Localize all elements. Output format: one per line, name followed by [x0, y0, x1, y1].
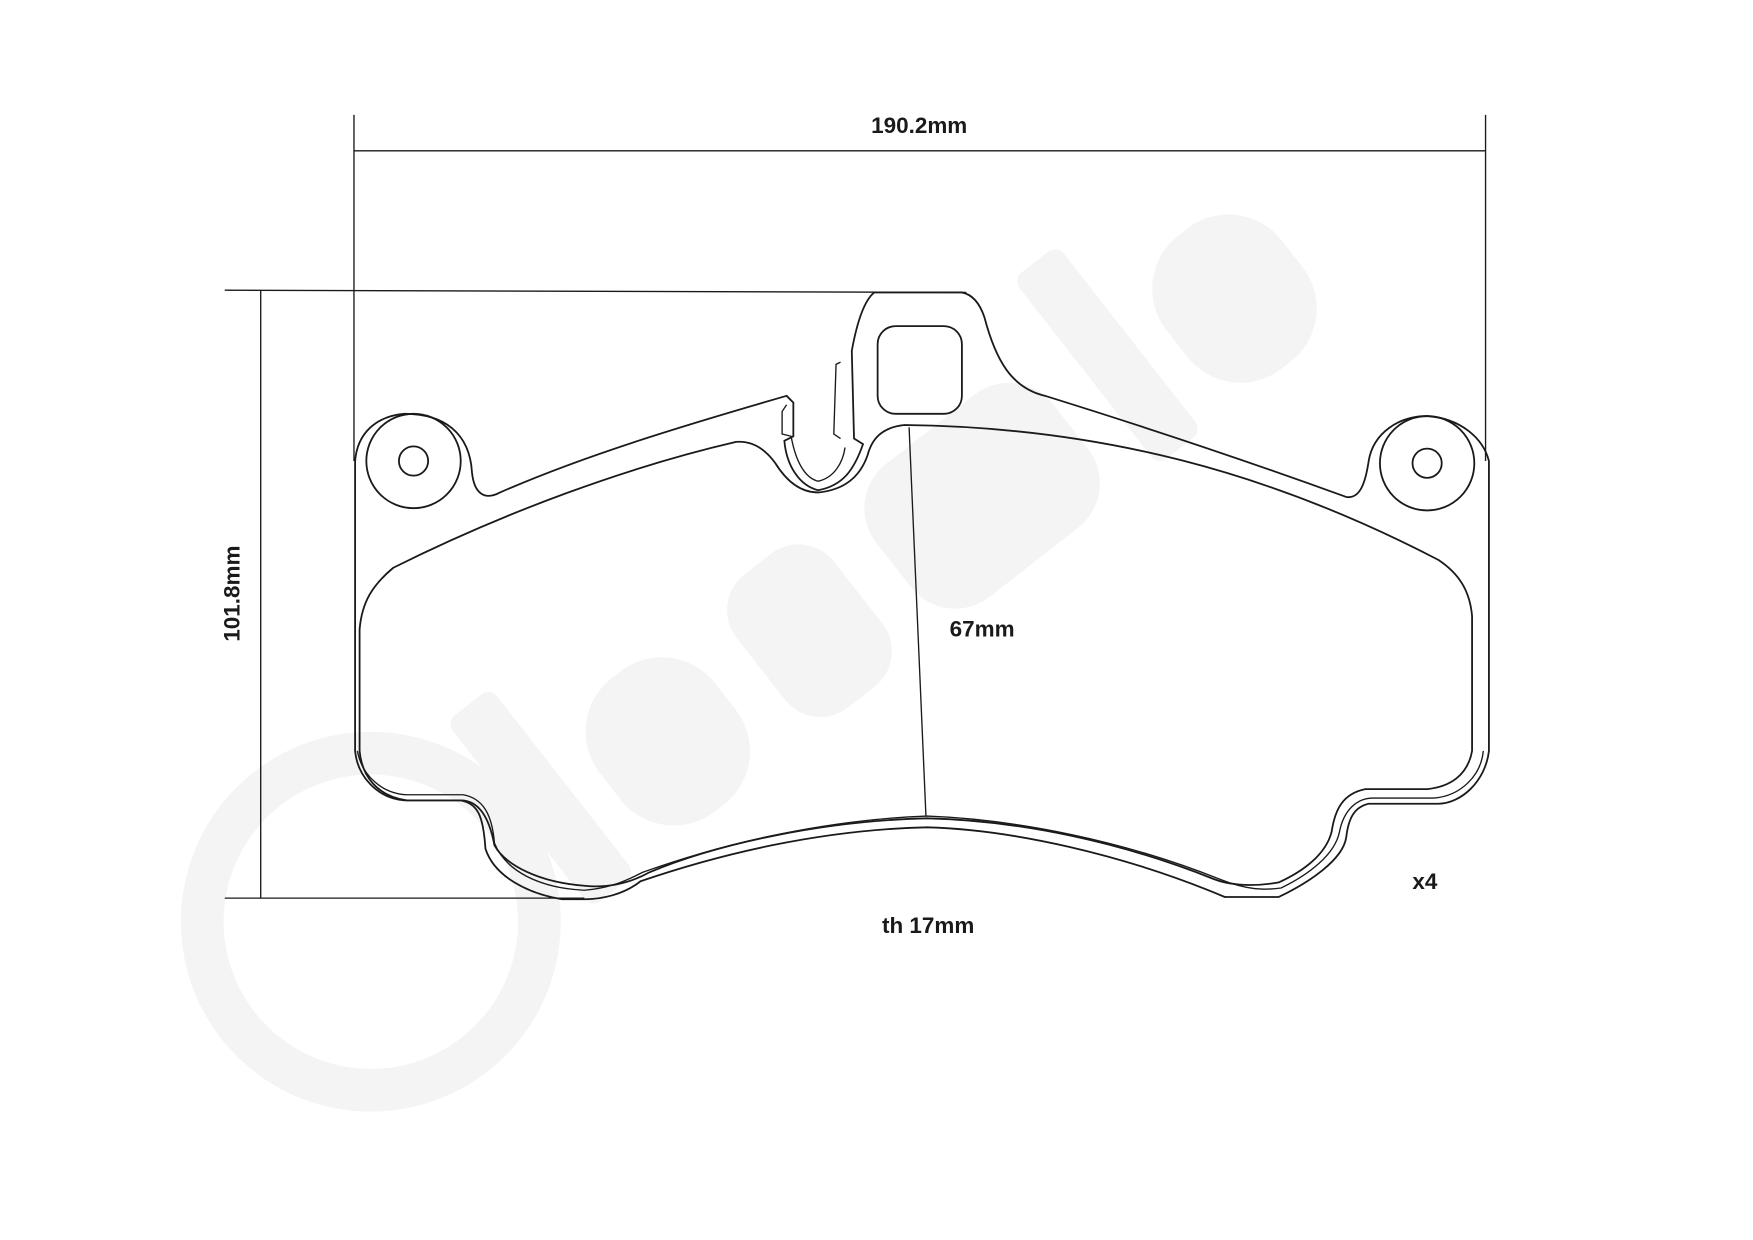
right-mounting-hole: [1411, 447, 1443, 479]
left-mounting-hole: [398, 445, 430, 477]
width-dimension: 190.2mm: [353, 113, 1487, 461]
backing-plate-outline: [354, 291, 1490, 901]
friction-height-label: 67mm: [950, 616, 1015, 641]
quantity-label: x4: [1412, 869, 1437, 894]
friction-height-dimension: 67mm: [908, 427, 1015, 817]
friction-material-outline: [358, 424, 1473, 888]
center-slot-outline: [781, 361, 846, 482]
brand-watermark: [180, 214, 1317, 1112]
sensor-window: [876, 325, 963, 415]
thickness-label: th 17mm: [882, 913, 974, 938]
right-mounting-ear: [1379, 415, 1476, 512]
height-dimension: 101.8mm: [219, 289, 967, 899]
height-label: 101.8mm: [219, 545, 244, 641]
width-label: 190.2mm: [871, 113, 967, 138]
left-mounting-ear: [365, 412, 462, 510]
